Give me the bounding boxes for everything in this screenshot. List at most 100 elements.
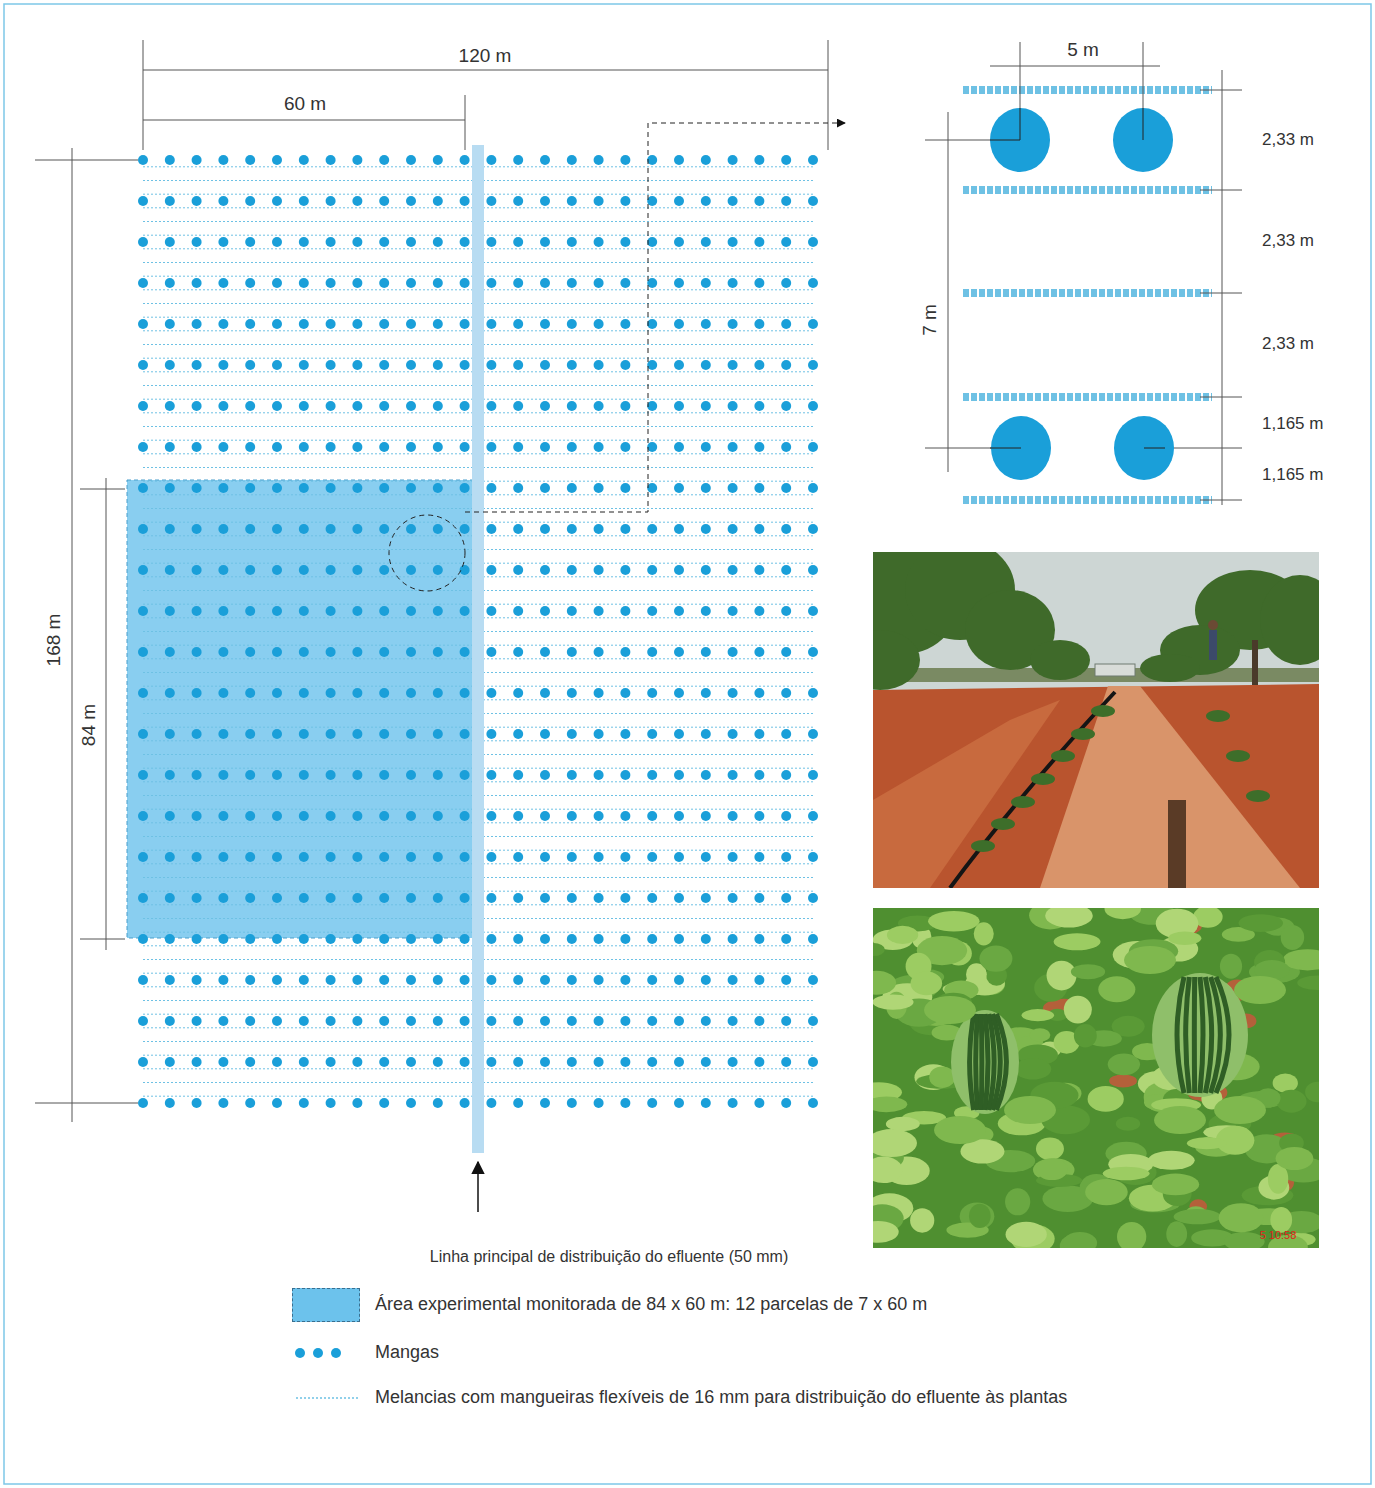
mango-dot (808, 237, 818, 247)
mango-dot (379, 688, 389, 698)
mango-dot (218, 565, 228, 575)
mango-dot (433, 688, 443, 698)
mango-dot (165, 688, 175, 698)
mango-dot (728, 401, 738, 411)
photo-vine (1246, 790, 1270, 802)
mango-dot (647, 1098, 657, 1108)
mango-dot (808, 155, 818, 165)
mango-dot (352, 811, 362, 821)
mango-dot (567, 729, 577, 739)
mango-dot (352, 442, 362, 452)
mango-dot (299, 934, 309, 944)
mango-dot (513, 155, 523, 165)
mango-dot (781, 1057, 791, 1067)
photo-leaf (924, 996, 976, 1024)
mango-dot (245, 770, 255, 780)
mango-dot (460, 893, 470, 903)
mango-dot (540, 237, 550, 247)
mango-dot (379, 565, 389, 575)
mango-dot (433, 401, 443, 411)
mango-dot (245, 565, 255, 575)
mango-dot (433, 524, 443, 534)
mango-dot (272, 442, 282, 452)
mango-dot (460, 483, 470, 493)
mango-dot (272, 770, 282, 780)
mango-dot (647, 360, 657, 370)
dimension-tick (80, 489, 125, 490)
mango-dot (567, 319, 577, 329)
mango-dot (460, 647, 470, 657)
mango-dot (379, 852, 389, 862)
mango-dot (620, 852, 630, 862)
mango-dot (192, 1057, 202, 1067)
mango-dot (567, 893, 577, 903)
frame (4, 4, 1371, 1484)
mango-dot (326, 565, 336, 575)
mango-dot (299, 893, 309, 903)
mango-dot (352, 770, 362, 780)
mango-dot (326, 770, 336, 780)
photo-leaf (1103, 1167, 1150, 1181)
mango-dot (326, 934, 336, 944)
legend-text: Mangas (375, 1342, 439, 1364)
mango-dot (808, 524, 818, 534)
mango-dot (218, 524, 228, 534)
mango-dot (674, 688, 684, 698)
mango-dot (299, 319, 309, 329)
mango-dot (567, 1016, 577, 1026)
dimension-tick (143, 40, 144, 150)
mango-dot (406, 442, 416, 452)
mango-dot (460, 606, 470, 616)
mango-dot (728, 606, 738, 616)
mango-dot (781, 811, 791, 821)
mango-dot (138, 647, 148, 657)
mango-dot (647, 647, 657, 657)
mango-dot (620, 1057, 630, 1067)
mango-dot (486, 278, 496, 288)
photo-leaf (1276, 1147, 1314, 1170)
dimension-label: 7 m (919, 304, 942, 336)
mango-dot (326, 442, 336, 452)
mango-dot (352, 483, 362, 493)
mango-dot (245, 975, 255, 985)
mango-dot (218, 688, 228, 698)
mango-dot (245, 811, 255, 821)
mango-dot (218, 1016, 228, 1026)
watermelon-photo (873, 908, 1319, 1248)
legend-text: Melancias com mangueiras flexíveis de 16… (375, 1387, 1067, 1409)
mango-dot (460, 852, 470, 862)
mango-dot (781, 401, 791, 411)
dimension-tick (35, 160, 138, 161)
mango-dot (540, 155, 550, 165)
mango-dot (352, 1057, 362, 1067)
mango-dot (540, 729, 550, 739)
mango-dot (138, 975, 148, 985)
mango-dot (594, 1016, 604, 1026)
photo-leaf (1238, 914, 1283, 932)
mango-dot (379, 811, 389, 821)
mango-dot (808, 196, 818, 206)
mango-dot (379, 278, 389, 288)
mango-dot (299, 688, 309, 698)
mango-dot (138, 196, 148, 206)
mango-dot (486, 975, 496, 985)
mango-dot (594, 237, 604, 247)
mango-dot (754, 1057, 764, 1067)
mango-dot (245, 852, 255, 862)
mango-dot (754, 196, 764, 206)
mango-dot (218, 934, 228, 944)
inset-hose (963, 186, 1212, 194)
photo-vine (1031, 773, 1055, 785)
mango-dot (781, 155, 791, 165)
mango-dot (433, 934, 443, 944)
mango-dot (781, 770, 791, 780)
mango-dot (567, 483, 577, 493)
photo-person (1209, 630, 1217, 660)
mango-dot (433, 647, 443, 657)
mango-dot (379, 442, 389, 452)
photo-vine (971, 840, 995, 852)
mango-dot (486, 729, 496, 739)
photo-leaf (1116, 1117, 1140, 1131)
mango-dot (460, 360, 470, 370)
mango-dot (594, 1057, 604, 1067)
